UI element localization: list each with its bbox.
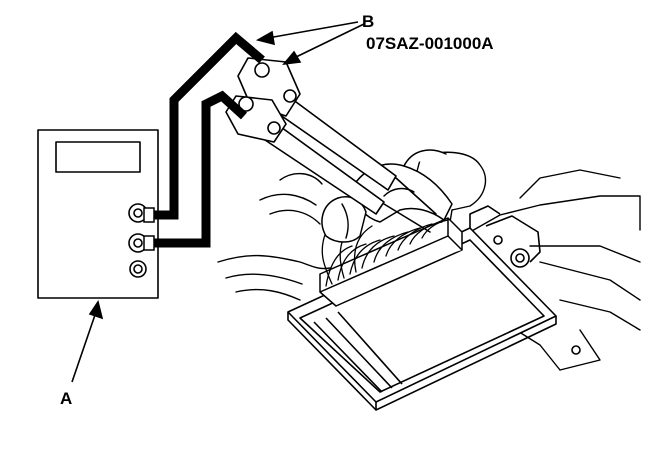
lead-plugs	[143, 207, 155, 251]
multimeter-display	[55, 141, 141, 173]
ecm-connector	[319, 217, 463, 307]
test-leads	[148, 31, 265, 248]
arrow-a-to-multimeter	[71, 311, 97, 383]
label-b: B	[362, 12, 374, 31]
multimeter	[37, 129, 159, 299]
test-lead-lower	[148, 90, 248, 248]
label-part-number: 07SAZ-001000A	[366, 34, 494, 53]
ecm-corner-screw	[493, 235, 503, 245]
probe-tool-lower	[225, 95, 431, 233]
terminal-3	[129, 260, 147, 278]
ecm-left-edge	[287, 312, 377, 411]
label-a: A	[60, 389, 72, 408]
test-lead-upper	[148, 31, 265, 220]
callout-arrows	[71, 21, 365, 383]
arrow-b-to-upper-probe	[293, 23, 365, 59]
wire-harness	[321, 208, 449, 287]
ecm-mount-bolt	[510, 248, 530, 268]
ecm-front-edge	[375, 316, 557, 411]
arrow-b-to-upper-lead	[267, 21, 359, 39]
ecm-mount-bracket	[485, 215, 541, 263]
